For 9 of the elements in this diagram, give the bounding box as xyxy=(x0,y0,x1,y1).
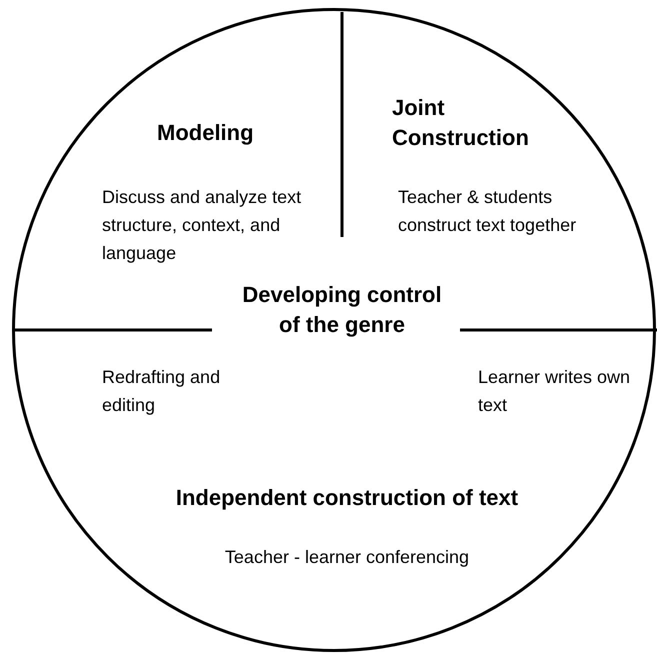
stage-heading: Independent construction of text xyxy=(174,484,520,512)
stage-heading: Modeling xyxy=(157,119,255,147)
stage-heading: Joint Construction xyxy=(392,94,530,152)
center-label: Developing control of the genre xyxy=(242,281,442,339)
stage-description: Teacher - learner conferencing xyxy=(224,546,470,569)
stage-description: Learner writes own text xyxy=(478,366,632,417)
stage-description: Discuss and analyze text structure, context, and language xyxy=(102,186,302,265)
stage-description: Redrafting and editing xyxy=(102,366,222,417)
stage-description: Teacher & students construct text together xyxy=(398,186,578,237)
